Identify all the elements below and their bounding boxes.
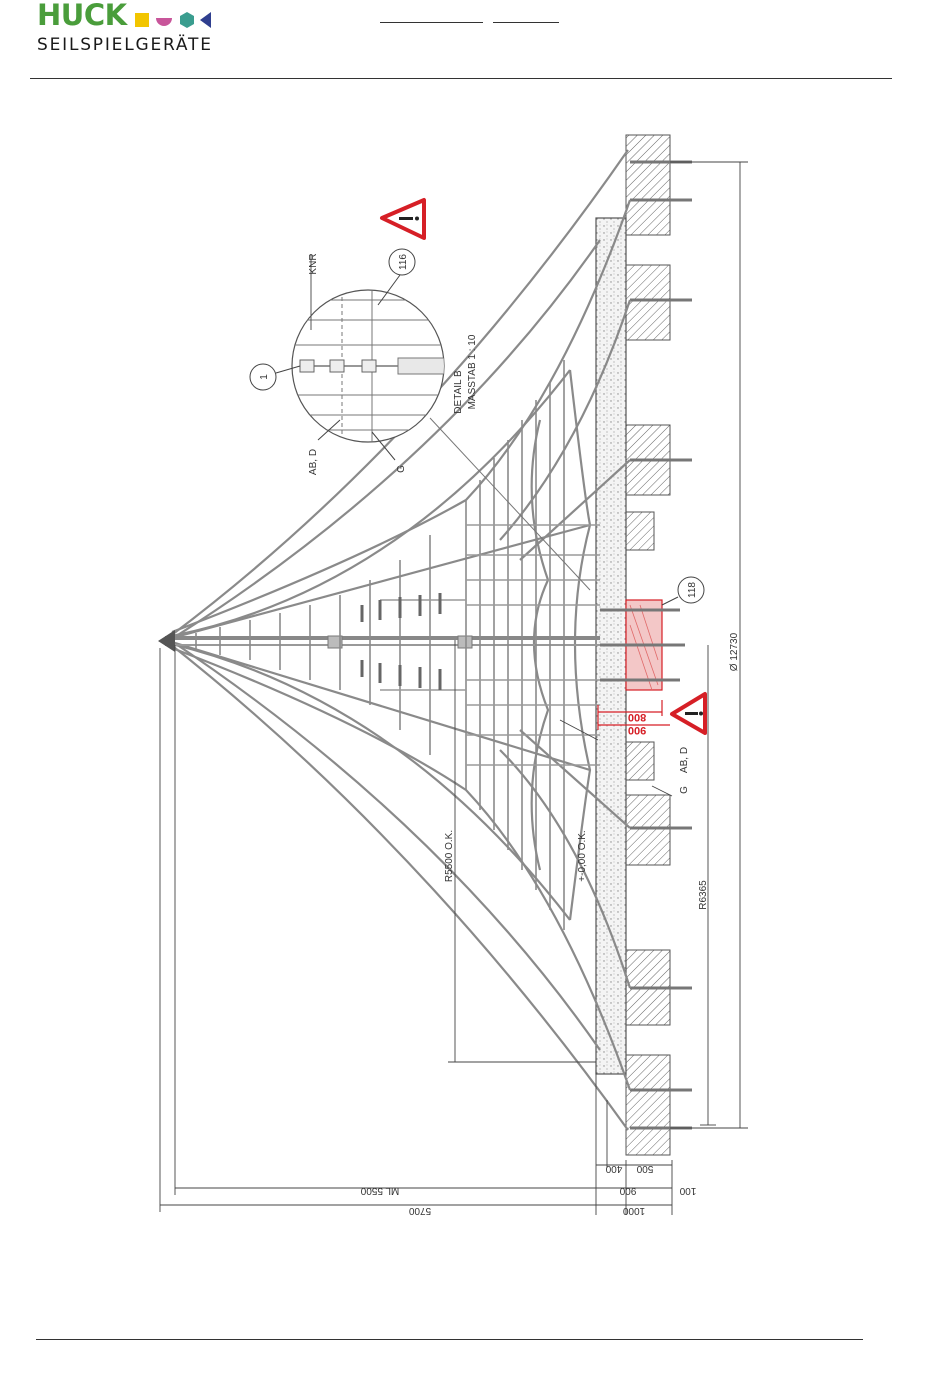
label-ab-d: AB, D xyxy=(308,449,319,475)
label-ab-d-right: AB, D xyxy=(679,747,690,773)
callout-1: 1 xyxy=(259,374,270,380)
label-r6365: R6365 xyxy=(698,880,709,910)
label-g: G xyxy=(396,465,407,473)
ladder-rungs xyxy=(362,593,440,690)
dim-800: 800 xyxy=(628,711,646,723)
label-knr: KNR xyxy=(308,253,319,274)
dim-900: 900 xyxy=(619,1185,636,1196)
dim-100: 100 xyxy=(679,1185,696,1196)
label-r5500: R5500 O.K. xyxy=(444,830,455,882)
label-ok-level: +-0,00 O.K. xyxy=(577,830,588,881)
callout-118: 118 xyxy=(687,582,698,598)
detail-b xyxy=(290,290,590,590)
dim-1000: 1000 xyxy=(622,1205,645,1216)
dim-400: 400 xyxy=(605,1163,622,1174)
warning-icon xyxy=(382,200,424,238)
label-diameter: Ø 12730 xyxy=(729,632,740,671)
detail-scale: MASSTAB 1 : 10 xyxy=(467,334,478,409)
detail-title: DETAIL B xyxy=(453,370,464,414)
dim-900-red: 900 xyxy=(628,724,646,736)
dim-5700: 5700 xyxy=(408,1205,431,1216)
dim-500: 500 xyxy=(636,1163,653,1174)
red-dimension-labels: 800 900 xyxy=(628,711,646,736)
dim-ml-5500: ML 5500 xyxy=(360,1185,399,1196)
label-g-right: G xyxy=(679,786,690,794)
warning-icon xyxy=(672,694,705,733)
callout-116: 116 xyxy=(398,254,409,270)
